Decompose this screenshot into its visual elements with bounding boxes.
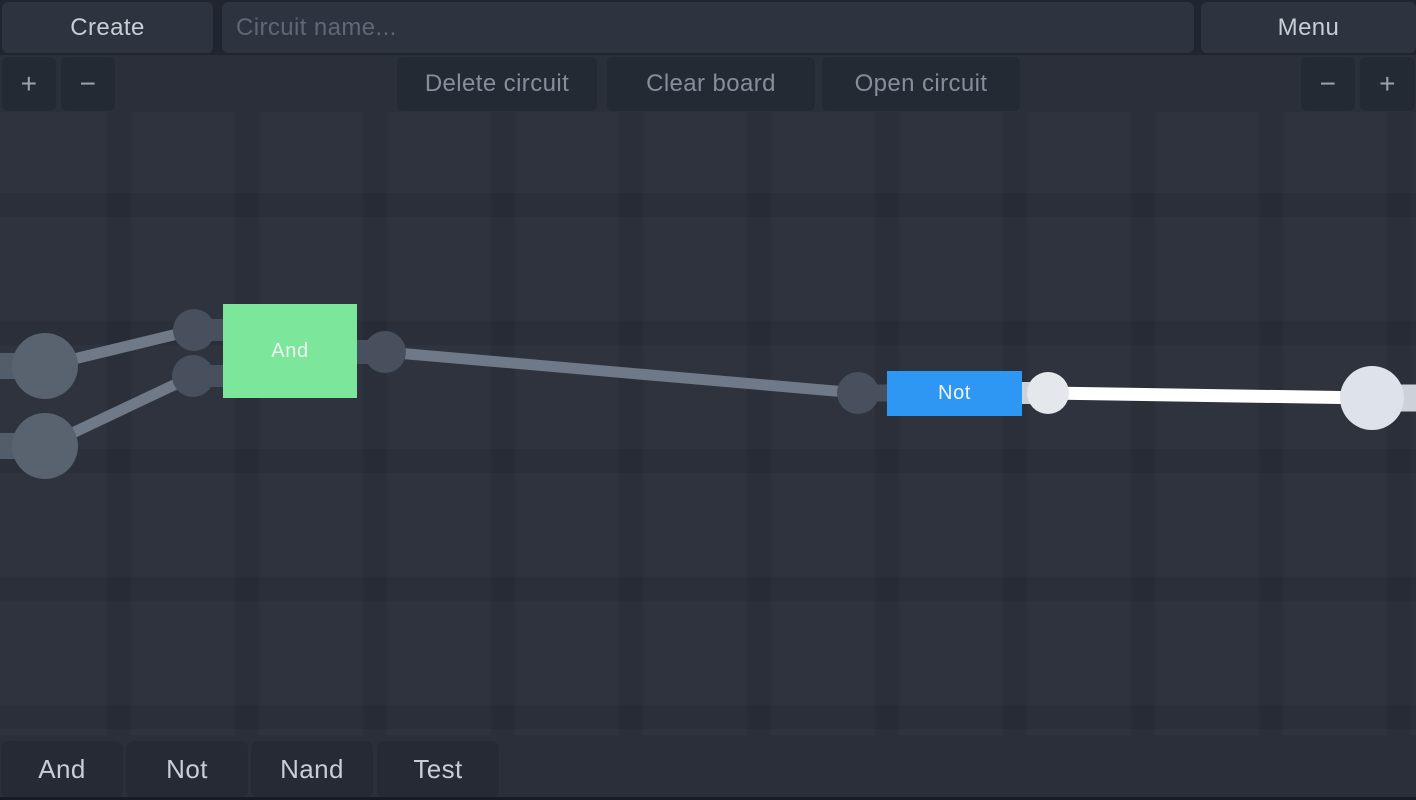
open-circuit-button[interactable]: Open circuit [822,57,1020,111]
and-input-1-node[interactable] [173,309,215,351]
not-gate[interactable]: Not [887,371,1022,416]
zoom-out-button-right[interactable]: − [1301,57,1355,111]
bottom-edge-strip [0,797,1416,800]
and-gate-label: And [271,339,309,362]
delete-circuit-button[interactable]: Delete circuit [397,57,597,111]
input-switch-1-node[interactable] [12,333,78,399]
not-gate-label: Not [938,382,971,404]
wire-not-to-output[interactable] [1047,386,1373,405]
clear-board-button[interactable]: Clear board [607,57,815,111]
palette-item-nand[interactable]: Nand [251,741,373,798]
and-input-2-node[interactable] [172,355,214,397]
circuit-name-input[interactable] [222,2,1194,53]
create-button[interactable]: Create [2,2,213,53]
palette-item-not[interactable]: Not [126,741,248,798]
input-switch-2-node[interactable] [12,413,78,479]
zoom-out-button-left[interactable]: − [61,57,115,111]
wire-and-to-not[interactable] [384,346,859,399]
and-output-node[interactable] [364,331,406,373]
and-gate[interactable]: And [223,304,357,398]
not-input-node[interactable] [837,372,879,414]
zoom-in-button-left[interactable]: + [2,57,56,111]
menu-button[interactable]: Menu [1201,2,1416,53]
zoom-in-button-right[interactable]: + [1360,57,1415,111]
not-output-node[interactable] [1027,372,1069,414]
circuit-output-node[interactable] [1340,366,1404,430]
palette-item-and[interactable]: And [1,741,123,798]
palette-item-test[interactable]: Test [377,741,499,798]
